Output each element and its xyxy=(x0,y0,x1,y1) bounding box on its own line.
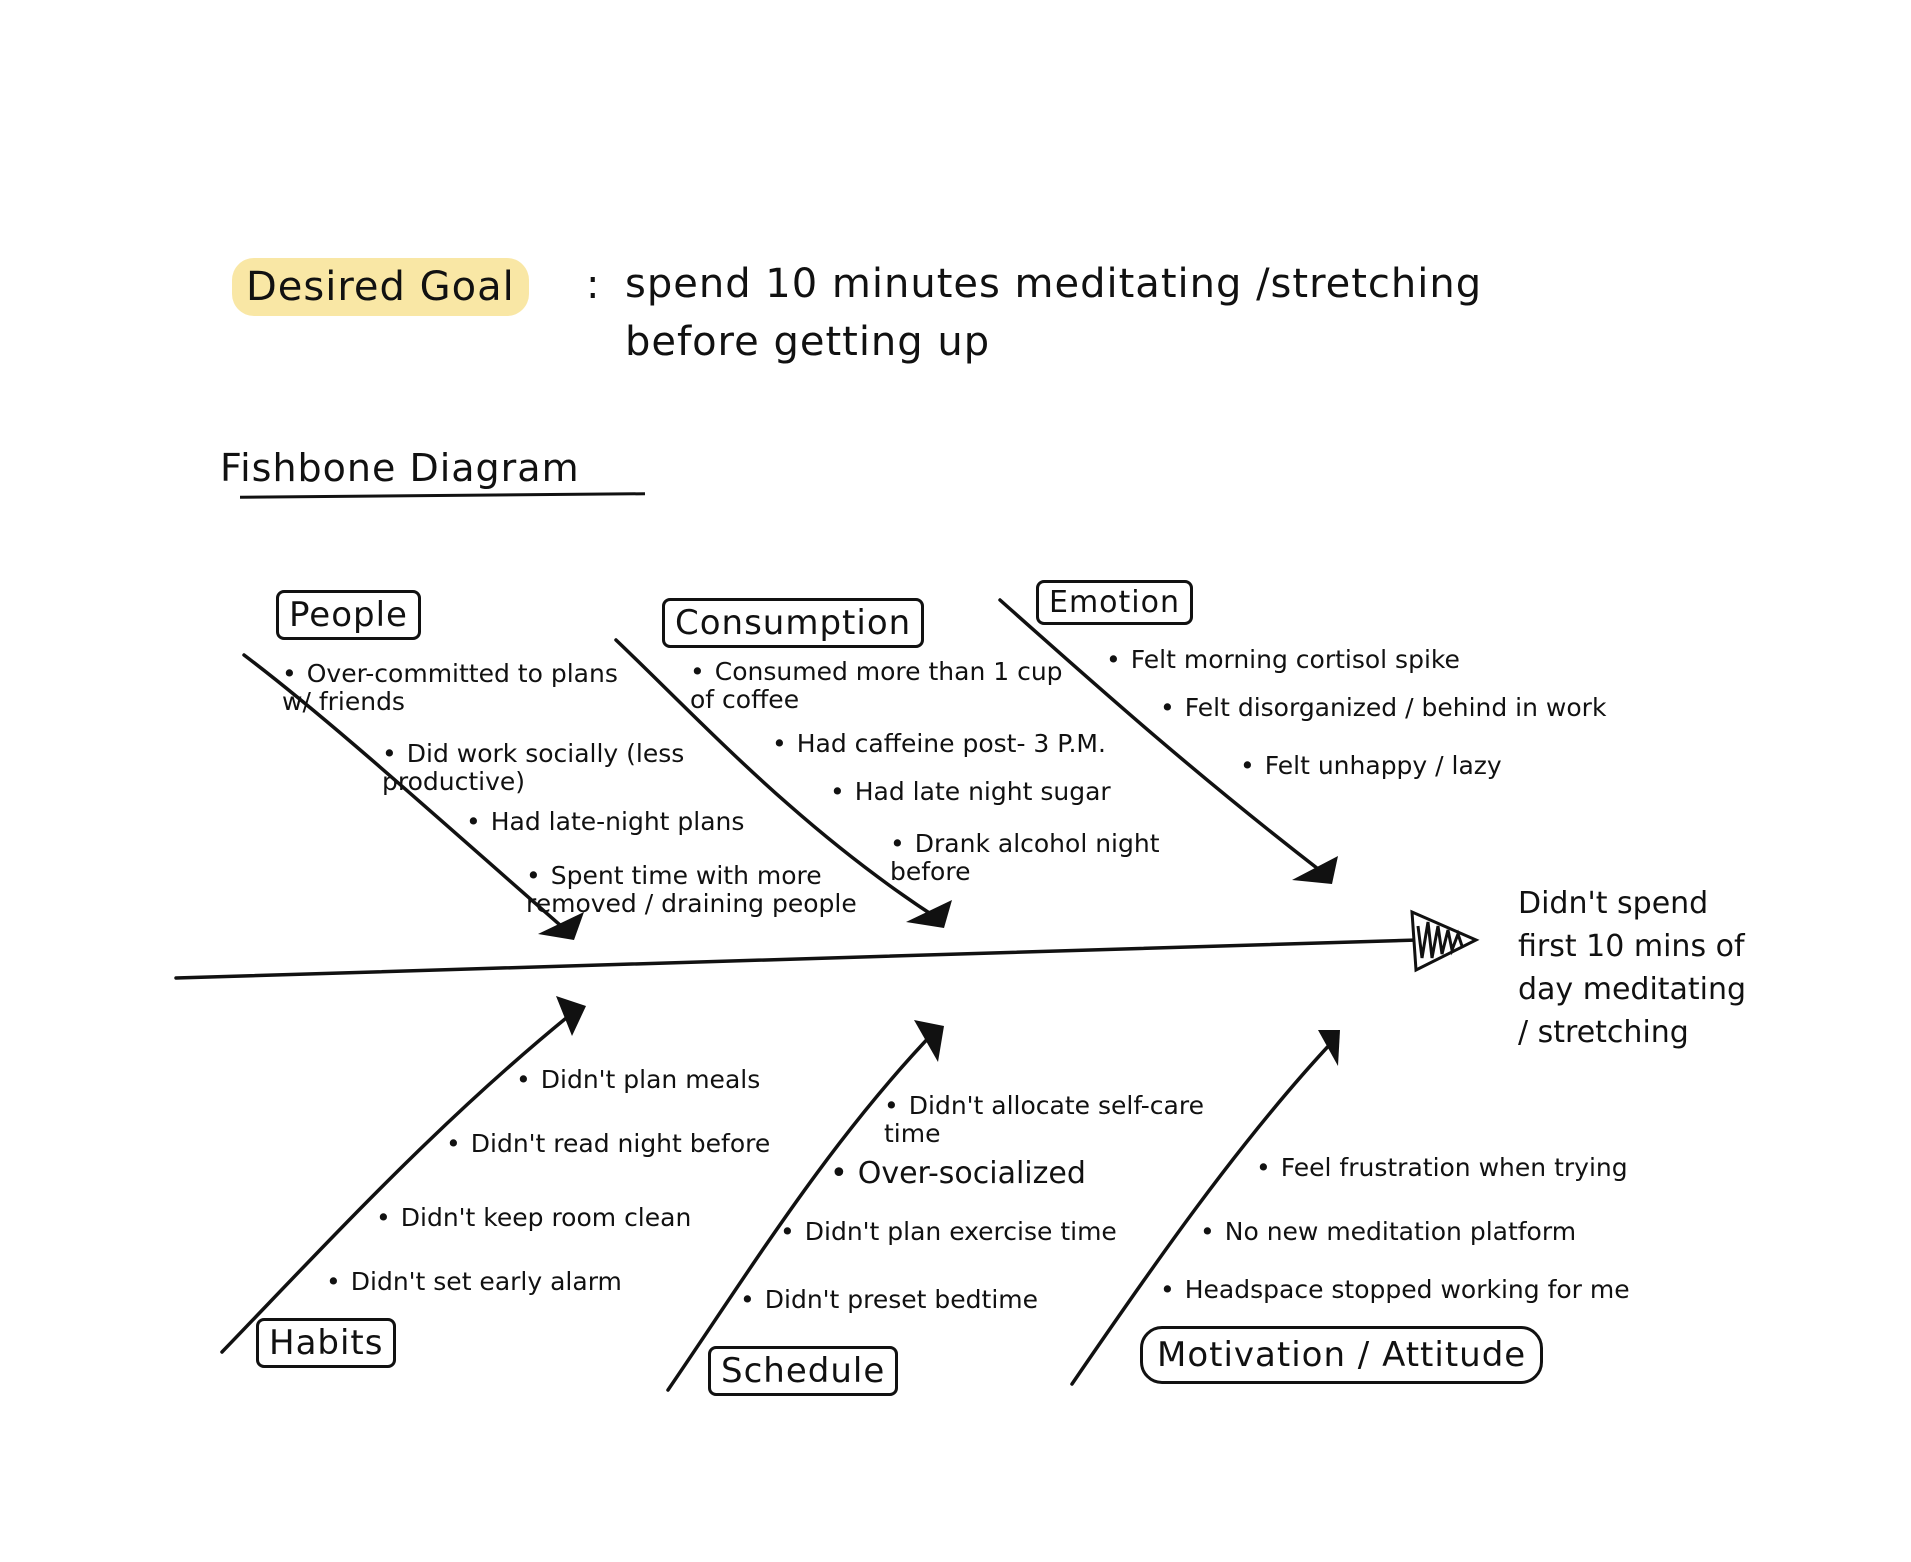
schedule-item: •Over-socialized xyxy=(830,1156,1086,1191)
habits-item: •Didn't plan meals xyxy=(516,1065,761,1094)
people-item: •Over-committed to plans w/ friends xyxy=(282,659,618,716)
people-item: •Spent time with more removed / draining… xyxy=(526,861,857,918)
motivation-item: •Feel frustration when trying xyxy=(1256,1153,1628,1182)
category-consumption-label: Consumption xyxy=(675,603,912,643)
fishbone-spine xyxy=(174,938,1420,980)
consumption-item-text: Had caffeine post- 3 P.M. xyxy=(796,729,1106,758)
people-item-text: Over-committed to plans w/ friends xyxy=(282,659,618,716)
bone-emotion xyxy=(998,598,1324,874)
arrowhead-people xyxy=(538,912,584,940)
bone-schedule xyxy=(666,1028,938,1392)
habits-item-text: Didn't set early alarm xyxy=(350,1267,622,1296)
habits-item-text: Didn't read night before xyxy=(470,1129,771,1158)
bone-consumption xyxy=(614,638,942,922)
category-motivation-label: Motivation / Attitude xyxy=(1157,1335,1527,1375)
category-habits-label: Habits xyxy=(269,1323,384,1363)
motivation-item-text: Headspace stopped working for me xyxy=(1184,1275,1630,1304)
schedule-item-text: Didn't preset bedtime xyxy=(764,1285,1039,1314)
motivation-item-text: No new meditation platform xyxy=(1224,1217,1577,1246)
consumption-item-text: Drank alcohol night before xyxy=(890,829,1160,886)
emotion-item-text: Felt morning cortisol spike xyxy=(1130,645,1460,674)
emotion-item: •Felt unhappy / lazy xyxy=(1240,751,1502,780)
motivation-item: •Headspace stopped working for me xyxy=(1160,1275,1630,1304)
bone-people xyxy=(242,653,570,934)
people-item-text: Did work socially (less productive) xyxy=(382,739,685,796)
emotion-item: •Felt morning cortisol spike xyxy=(1106,645,1460,674)
consumption-item: •Consumed more than 1 cup of coffee xyxy=(690,657,1063,714)
schedule-item: •Didn't preset bedtime xyxy=(740,1285,1039,1314)
schedule-item-text: Didn't plan exercise time xyxy=(804,1217,1117,1246)
category-schedule-label: Schedule xyxy=(721,1351,886,1391)
category-people-label: People xyxy=(289,595,408,635)
arrowhead-habits xyxy=(556,996,586,1036)
goal-text: spend 10 minutes meditating /stretching … xyxy=(625,261,1483,365)
habits-item-text: Didn't plan meals xyxy=(540,1065,761,1094)
bone-motivation xyxy=(1070,1038,1336,1386)
schedule-item-text: Didn't allocate self-care time xyxy=(884,1091,1204,1148)
people-item: •Did work socially (less productive) xyxy=(382,739,685,796)
category-habits: Habits xyxy=(256,1318,397,1368)
emotion-item-text: Felt disorganized / behind in work xyxy=(1184,693,1607,722)
consumption-item-text: Had late night sugar xyxy=(854,777,1111,806)
arrowhead-consumption xyxy=(906,900,952,928)
goal-label-text: Desired Goal xyxy=(246,264,515,310)
people-item-text: Had late-night plans xyxy=(490,807,745,836)
category-emotion-label: Emotion xyxy=(1049,585,1180,620)
category-schedule: Schedule xyxy=(708,1346,899,1396)
schedule-item-text: Over-socialized xyxy=(857,1156,1086,1191)
emotion-item-text: Felt unhappy / lazy xyxy=(1264,751,1502,780)
goal-label: Desired Goal xyxy=(232,258,529,316)
arrowhead-emotion xyxy=(1292,856,1338,884)
diagram-title: Fishbone Diagram xyxy=(220,446,580,490)
category-emotion: Emotion xyxy=(1036,580,1193,625)
motivation-item: •No new meditation platform xyxy=(1200,1217,1577,1246)
category-motivation: Motivation / Attitude xyxy=(1140,1326,1544,1384)
habits-item: •Didn't set early alarm xyxy=(326,1267,622,1296)
people-item-text: Spent time with more removed / draining … xyxy=(526,861,857,918)
schedule-item: •Didn't plan exercise time xyxy=(780,1217,1117,1246)
arrowhead-motivation xyxy=(1318,1030,1340,1066)
habits-item: •Didn't read night before xyxy=(446,1129,771,1158)
spine-arrowhead xyxy=(1410,909,1480,973)
goal-separator: : xyxy=(586,262,600,308)
consumption-item: •Drank alcohol night before xyxy=(890,829,1160,886)
category-people: People xyxy=(276,590,421,640)
habits-item: •Didn't keep room clean xyxy=(376,1203,692,1232)
effect-statement: Didn't spend first 10 mins of day medita… xyxy=(1518,886,1747,1050)
category-consumption: Consumption xyxy=(662,598,925,648)
schedule-item: •Didn't allocate self-care time xyxy=(884,1091,1204,1148)
people-item: •Had late-night plans xyxy=(466,807,745,836)
bone-habits xyxy=(220,1008,578,1354)
arrowhead-schedule xyxy=(914,1020,944,1062)
consumption-item-text: Consumed more than 1 cup of coffee xyxy=(690,657,1063,714)
motivation-item-text: Feel frustration when trying xyxy=(1280,1153,1628,1182)
consumption-item: •Had caffeine post- 3 P.M. xyxy=(772,729,1106,758)
consumption-item: •Had late night sugar xyxy=(830,777,1111,806)
habits-item-text: Didn't keep room clean xyxy=(400,1203,692,1232)
emotion-item: •Felt disorganized / behind in work xyxy=(1160,693,1607,722)
